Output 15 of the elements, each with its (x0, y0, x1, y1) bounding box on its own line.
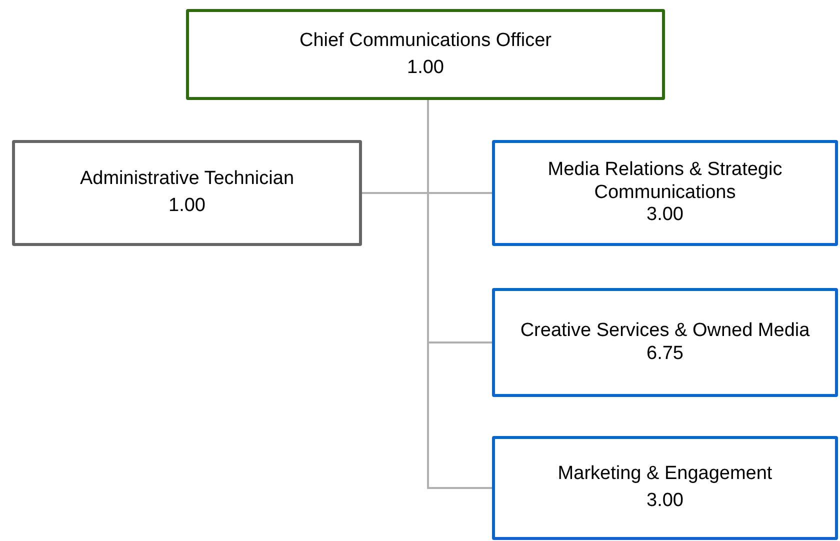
fte-count: 6.75 (646, 342, 684, 366)
fte-count: 1.00 (168, 195, 206, 218)
role-title: Administrative Technician (80, 168, 294, 191)
role-title: Marketing & Engagement (558, 463, 772, 486)
org-box (492, 140, 838, 246)
org-box (186, 9, 665, 100)
org-box (492, 436, 838, 540)
fte-count: 1.00 (407, 56, 444, 80)
role-title: Media Relations & Strategic Communications (546, 158, 784, 204)
org-box (492, 288, 838, 397)
role-title: Creative Services & Owned Media (520, 320, 810, 342)
org-box (12, 140, 362, 246)
fte-count: 3.00 (646, 204, 684, 228)
fte-count: 3.00 (646, 490, 684, 513)
role-title: Chief Communications Officer (299, 30, 552, 52)
